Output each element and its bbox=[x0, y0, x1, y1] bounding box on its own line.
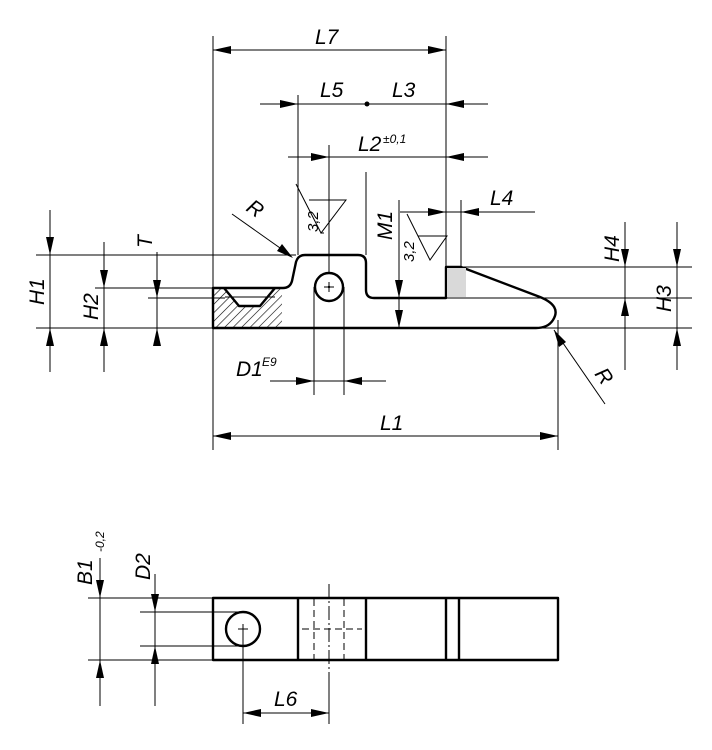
arrow-l4-right bbox=[461, 208, 479, 216]
contact-face-shade bbox=[447, 268, 466, 297]
roughness-symbol-2 bbox=[406, 213, 448, 261]
dim-l6: L6 bbox=[274, 688, 298, 711]
arrow-h1-bottom bbox=[46, 328, 54, 346]
clamp-profile-outline bbox=[211, 253, 557, 330]
arrow-l2-right bbox=[446, 153, 464, 161]
hatched-section bbox=[214, 289, 282, 327]
hole-d1 bbox=[313, 271, 345, 303]
arrow-m1-bottom bbox=[395, 310, 403, 328]
l5-l3-center-dot bbox=[364, 101, 370, 107]
dim-t: T bbox=[134, 233, 157, 248]
arrow-l7-left bbox=[213, 46, 231, 54]
dim-h3: H3 bbox=[653, 285, 676, 312]
top-view: B1 -0,2 D2 L6 bbox=[74, 531, 560, 724]
dim-d1-tolerance: E9 bbox=[262, 355, 277, 369]
arrow-b1-bottom bbox=[96, 660, 104, 678]
arrow-l6-left bbox=[243, 709, 261, 717]
arrow-d1-right bbox=[344, 377, 362, 385]
side-view: L7 L5 L3 L2 ±0,1 L4 M1 D1 E9 L1 bbox=[26, 26, 692, 450]
dim-r-top: R bbox=[242, 195, 268, 223]
dim-l4: L4 bbox=[490, 187, 513, 210]
arrow-l5 bbox=[280, 100, 298, 108]
arrow-h1-top bbox=[46, 237, 54, 255]
arrow-l3 bbox=[446, 100, 464, 108]
dim-l1: L1 bbox=[380, 412, 403, 435]
arrow-l1-left bbox=[213, 432, 231, 440]
dim-h4: H4 bbox=[601, 235, 624, 262]
arrow-l4-left bbox=[428, 208, 446, 216]
arrow-h4-bottom bbox=[621, 298, 629, 316]
dim-d1: D1 bbox=[236, 358, 263, 381]
dim-l2-tolerance: ±0,1 bbox=[383, 132, 406, 146]
dim-l5: L5 bbox=[320, 79, 344, 102]
arrow-d1-left bbox=[296, 377, 314, 385]
dim-h1: H1 bbox=[26, 278, 49, 305]
dim-l2: L2 bbox=[358, 133, 382, 156]
arrow-l7-right bbox=[428, 46, 446, 54]
arrow-m1-top bbox=[395, 280, 403, 298]
hole-center-dot bbox=[327, 285, 331, 289]
arrow-l6-right bbox=[311, 709, 329, 717]
arrow-l1-right bbox=[540, 432, 558, 440]
arrow-b1-top bbox=[96, 580, 104, 598]
arrow-r-top bbox=[277, 244, 293, 258]
dim-l3: L3 bbox=[392, 79, 416, 102]
top-view-outline bbox=[211, 596, 560, 662]
roughness-value-2: 3,2 bbox=[401, 240, 418, 262]
arrow-d2-top bbox=[151, 594, 159, 612]
dim-b1: B1 bbox=[74, 559, 97, 585]
arrow-h4-top bbox=[621, 249, 629, 267]
dim-d2: D2 bbox=[132, 553, 155, 580]
arrow-t-top bbox=[153, 280, 161, 298]
arrow-h3-top bbox=[673, 249, 681, 267]
arrow-d2-bottom bbox=[151, 646, 159, 664]
arrow-h3-bottom bbox=[673, 328, 681, 346]
arrow-r-bottom bbox=[554, 330, 566, 347]
arrow-h2-bottom bbox=[100, 328, 108, 346]
dim-l7: L7 bbox=[315, 26, 340, 49]
roughness-value-1: 3,2 bbox=[305, 210, 322, 232]
arrow-t-bottom bbox=[153, 328, 161, 346]
arrow-h2-top bbox=[100, 270, 108, 288]
dim-h2: H2 bbox=[80, 293, 103, 320]
dim-m1: M1 bbox=[374, 211, 397, 240]
dim-r-bottom: R bbox=[590, 364, 618, 390]
roughness-symbol-1 bbox=[295, 183, 348, 234]
arrow-l2-left bbox=[311, 153, 329, 161]
dim-b1-tolerance: -0,2 bbox=[93, 531, 107, 552]
